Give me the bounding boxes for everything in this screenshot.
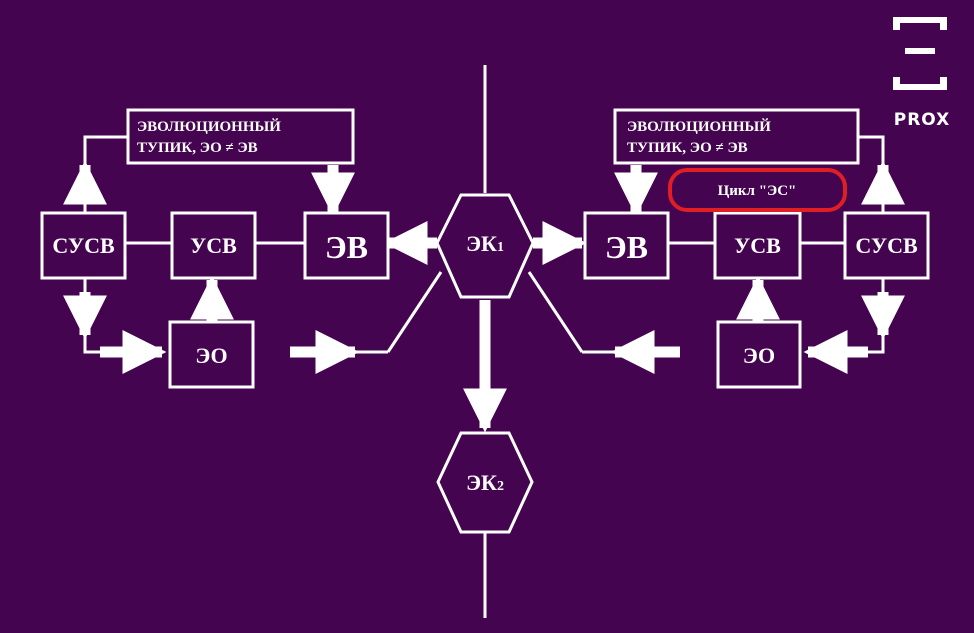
left-ev-box [303, 211, 390, 280]
left-eo-label: ЭО [195, 343, 227, 368]
right-susv-box [843, 211, 930, 280]
ek2-hexagon [436, 431, 534, 534]
right-susv-label: СУСВ [855, 233, 918, 258]
left-ev-label: ЭВ [325, 229, 368, 265]
left-dead-end-box [126, 108, 355, 165]
cycle-label: Цикл "ЭС" [718, 183, 797, 199]
right-diag-line [527, 271, 584, 353]
left-susv-box [40, 211, 127, 280]
left-susv-up-line [83, 135, 128, 213]
left-usv-box [170, 211, 257, 280]
logo-text: PROX [894, 110, 951, 130]
left-eo-box [168, 320, 255, 389]
cycle-highlight-oval [668, 168, 847, 212]
right-dead-end-box [613, 108, 860, 165]
ek2-label: ЭК2 [466, 470, 504, 495]
right-eo-box [716, 320, 802, 389]
right-usv-label: УСВ [734, 233, 781, 258]
left-diag-line [386, 271, 443, 353]
left-dead-end-line2: ТУПИК, ЭО ≠ ЭВ [137, 140, 258, 156]
xi-letter-icon [893, 17, 947, 90]
right-eo-label: ЭО [743, 343, 775, 368]
right-dead-end-line2: ТУПИК, ЭО ≠ ЭВ [627, 140, 748, 156]
right-ev-label: ЭВ [605, 229, 648, 265]
arrows [63, 160, 905, 433]
left-usv-label: УСВ [190, 233, 237, 258]
ek1-hexagon [435, 193, 535, 299]
ek1-label: ЭК1 [466, 231, 504, 256]
left-susv-label: СУСВ [52, 233, 115, 258]
left-dead-end-line1: ЭВОЛЮЦИОННЫЙ [137, 118, 281, 135]
right-ev-box [583, 211, 670, 280]
right-dead-end-line1: ЭВОЛЮЦИОННЫЙ [627, 118, 771, 135]
right-usv-box [713, 211, 802, 280]
